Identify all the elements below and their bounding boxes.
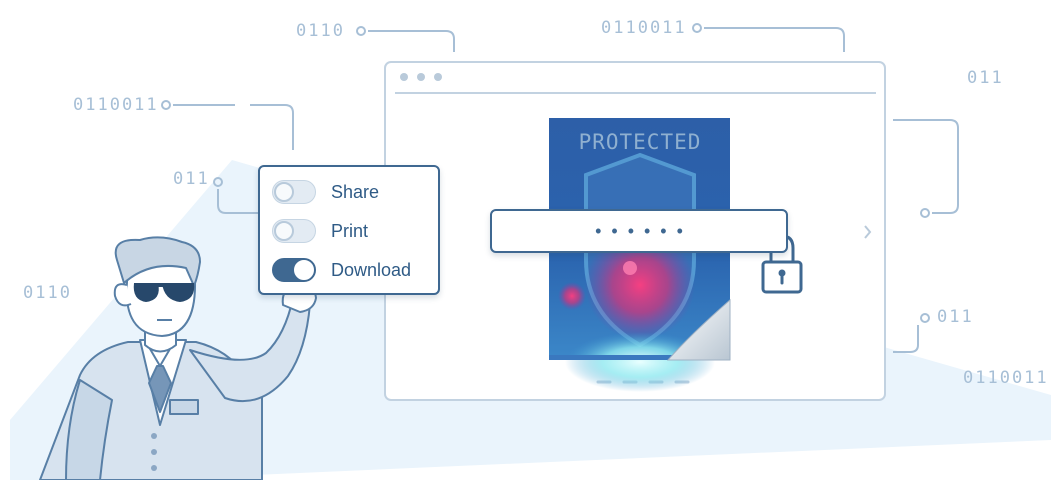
binary-label: 011 (173, 169, 210, 189)
permission-row-print[interactable]: Print (272, 218, 368, 244)
person-illustration (39, 236, 317, 480)
download-toggle[interactable] (272, 258, 316, 282)
document-cover (549, 118, 731, 392)
binary-label: 0110 (296, 21, 345, 41)
binary-label: 011 (937, 307, 974, 327)
permission-row-download[interactable]: Download (272, 257, 411, 283)
window-dot-icon (417, 73, 425, 81)
binary-label: 0110011 (73, 95, 159, 115)
window-dot-icon (434, 73, 442, 81)
binary-label: 0110011 (601, 18, 687, 38)
download-label: Download (331, 259, 412, 280)
share-toggle[interactable] (272, 180, 316, 204)
page-curl (666, 298, 731, 361)
window-dot-icon (400, 73, 408, 81)
cover-title: PROTECTED (578, 130, 702, 154)
toggle-knob (274, 221, 294, 241)
print-toggle[interactable] (272, 219, 316, 243)
toggle-knob (274, 182, 294, 202)
chevron-right-icon (864, 225, 872, 239)
password-field[interactable]: •••••• (490, 209, 788, 253)
permissions-panel: Share Print Download (258, 165, 440, 295)
binary-label: 0110 (23, 283, 72, 303)
print-label: Print (331, 220, 369, 241)
share-label: Share (331, 181, 380, 202)
permission-row-share[interactable]: Share (272, 179, 379, 205)
toggle-knob (294, 260, 314, 280)
binary-label: 0110011 (963, 368, 1049, 388)
password-dots: •••••• (595, 220, 693, 241)
binary-label: 011 (967, 68, 1004, 88)
